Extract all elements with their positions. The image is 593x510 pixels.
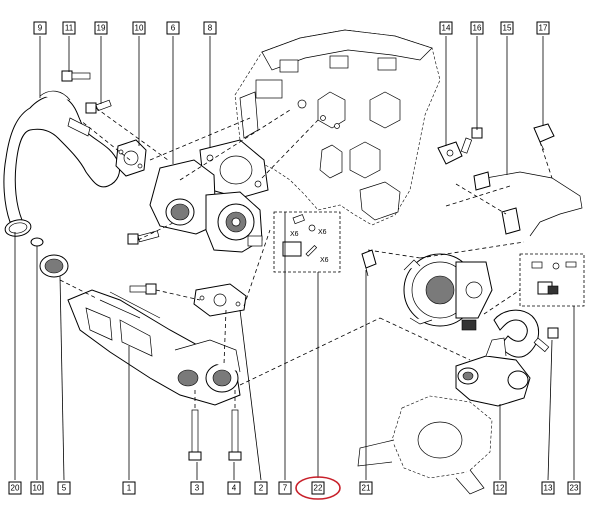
bolt-4 bbox=[228, 409, 242, 461]
clip-17 bbox=[533, 123, 555, 151]
callout-22: 22 bbox=[314, 484, 323, 493]
housing-12 bbox=[455, 337, 531, 407]
leader-lines bbox=[14, 36, 575, 481]
kit-22-qty-c: X6 bbox=[320, 257, 329, 264]
callout-3: 3 bbox=[195, 484, 200, 493]
bolt-16 bbox=[460, 127, 483, 154]
callout-1: 1 bbox=[127, 484, 132, 493]
callout-9: 9 bbox=[38, 24, 43, 33]
clamp-5 bbox=[39, 254, 69, 278]
callout-10-bottom: 10 bbox=[33, 484, 42, 493]
egr-pipe-9 bbox=[3, 90, 121, 247]
callout-6: 6 bbox=[171, 24, 176, 33]
callout-7: 7 bbox=[283, 484, 288, 493]
callout-19: 19 bbox=[97, 24, 106, 33]
callout-2: 2 bbox=[259, 484, 264, 493]
kit-22-qty-b: X6 bbox=[318, 229, 327, 236]
egr-valve-6 bbox=[149, 159, 263, 253]
egr-cooler-1 bbox=[67, 289, 241, 406]
bracket-14 bbox=[437, 141, 463, 165]
kit-23-box bbox=[519, 253, 585, 307]
gasket-10-top bbox=[115, 139, 147, 177]
pump-housing bbox=[357, 395, 493, 495]
callout-21: 21 bbox=[362, 484, 371, 493]
bolt-6 bbox=[127, 230, 160, 245]
callout-22-highlight bbox=[295, 476, 341, 500]
callout-8: 8 bbox=[208, 24, 213, 33]
bolt-3 bbox=[188, 409, 202, 461]
callout-13: 13 bbox=[544, 484, 553, 493]
callout-10-top: 10 bbox=[135, 24, 144, 33]
gasket-2 bbox=[193, 283, 247, 317]
bolt-13 bbox=[533, 327, 559, 353]
callout-5: 5 bbox=[62, 484, 67, 493]
sensor-15 bbox=[473, 171, 583, 237]
bolt-19 bbox=[85, 99, 112, 114]
callouts: 9 11 19 10 6 8 14 16 15 17 20 10 5 1 3 4… bbox=[8, 21, 581, 500]
callout-14: 14 bbox=[442, 24, 451, 33]
engine-block bbox=[234, 29, 441, 226]
bolt-11 bbox=[61, 70, 91, 82]
assembly-dashes bbox=[59, 107, 553, 410]
bolt-cooler bbox=[129, 283, 157, 295]
kit-22-box: X6 X6 X6 bbox=[273, 211, 341, 273]
callout-23: 23 bbox=[570, 484, 579, 493]
callout-11: 11 bbox=[65, 24, 74, 33]
callout-16: 16 bbox=[473, 24, 482, 33]
kit-22-qty-a: X6 bbox=[290, 231, 299, 238]
connector-21 bbox=[361, 249, 377, 277]
callout-12: 12 bbox=[496, 484, 505, 493]
callout-20: 20 bbox=[11, 484, 20, 493]
callout-17: 17 bbox=[539, 24, 548, 33]
gasket-8 bbox=[199, 139, 269, 199]
callout-15: 15 bbox=[503, 24, 512, 33]
callout-4: 4 bbox=[232, 484, 237, 493]
throttle-body bbox=[403, 253, 493, 331]
